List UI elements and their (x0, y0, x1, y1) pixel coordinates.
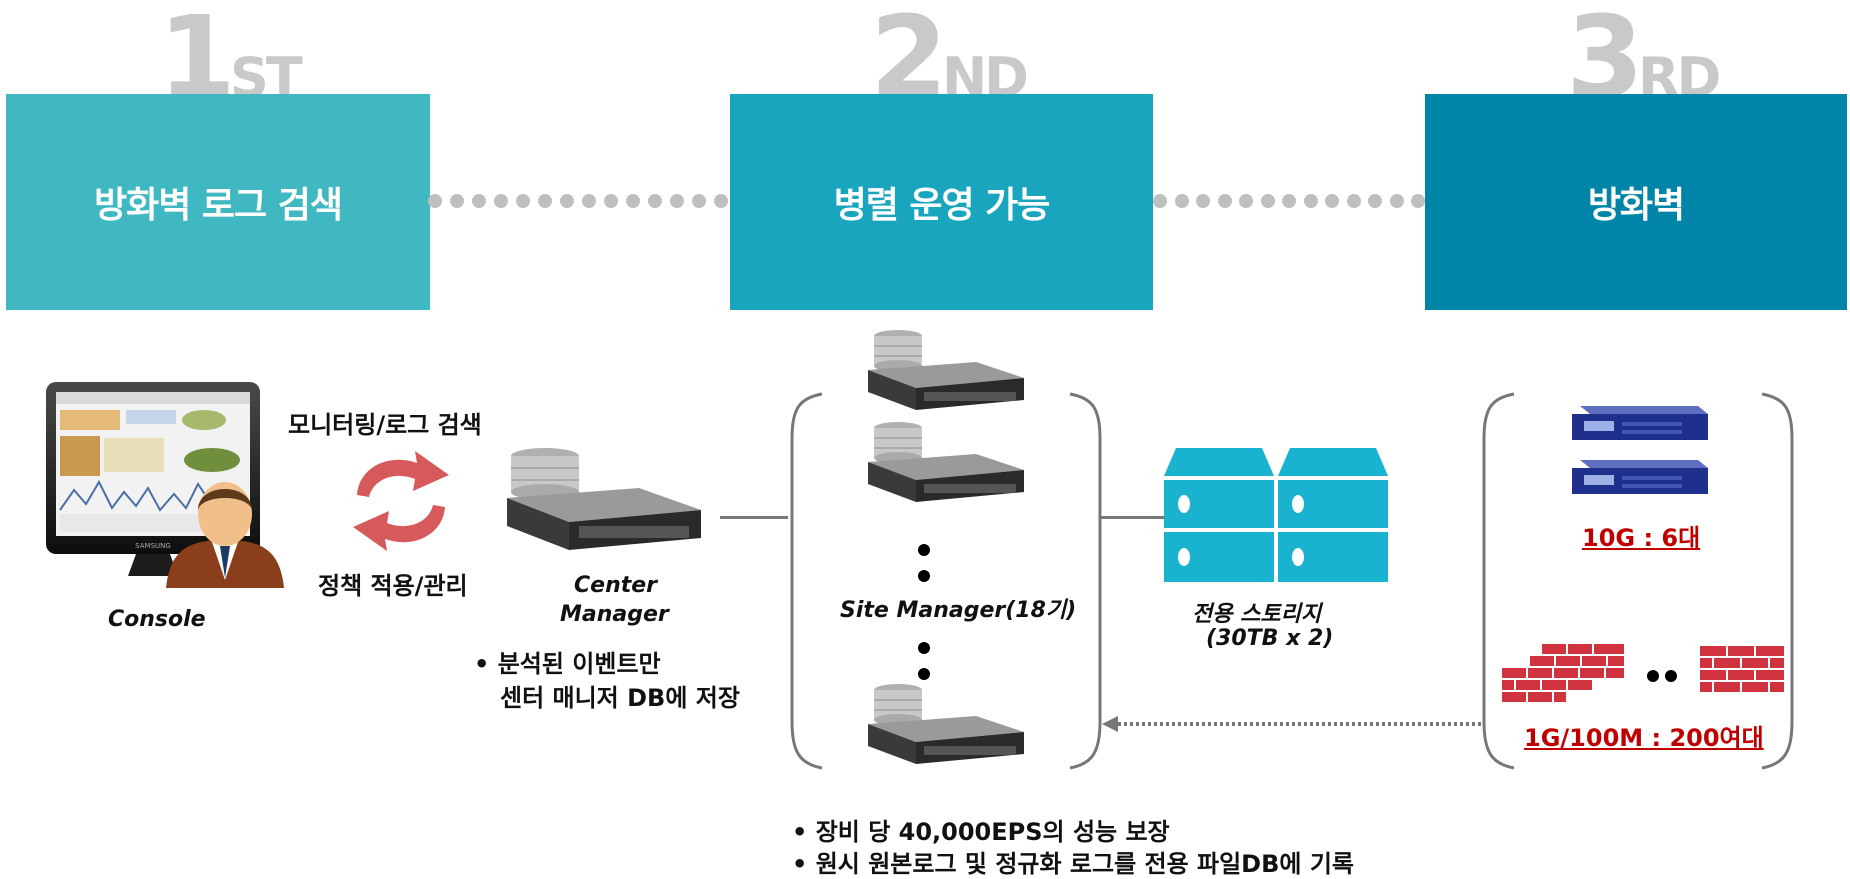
connector-line-cm-site (720, 516, 788, 519)
storage-label-line1: 전용 스토리지 (1192, 602, 1322, 627)
brick-wall-icon-1 (1502, 644, 1624, 702)
step-1-title: 방화벽 로그 검색 (94, 185, 343, 226)
step-2-title: 병렬 운영 가능 (833, 185, 1051, 226)
dotted-connector-2-3 (1153, 193, 1425, 209)
dotted-connector-1-2 (428, 193, 728, 209)
site-manager-server-icon-1 (868, 330, 1024, 410)
site-manager-bracket-right (1069, 392, 1102, 770)
storage-label-line2: (30TB x 2) (1206, 626, 1334, 651)
ellipsis-dots-upper (918, 544, 930, 582)
monitor-brand: SAMSUNG (135, 542, 171, 550)
brick-wall-icon-2 (1700, 646, 1784, 692)
site-manager-server-icon-3 (868, 684, 1024, 764)
connector-line-site-storage (1100, 516, 1164, 519)
firewall-1g-label: 1G/100M : 200여대 (1524, 724, 1764, 752)
bottom-note-1: • 장비 당 40,000EPS의 성능 보장 (792, 818, 1170, 846)
center-manager-server-icon (507, 448, 701, 550)
dotted-return-arrow (1102, 716, 1482, 732)
center-manager-label-line1: Center (574, 573, 658, 598)
firewall-bracket-right (1761, 392, 1794, 770)
user-avatar-icon (166, 482, 284, 588)
step-2-box: 병렬 운영 가능 (730, 94, 1153, 310)
center-manager-label-line2: Manager (560, 602, 669, 627)
ellipsis-dots-lower (918, 642, 930, 680)
site-manager-bracket-left (790, 392, 823, 770)
policy-management-label: 정책 적용/관리 (318, 572, 468, 600)
step-1-box: 방화벽 로그 검색 (6, 94, 430, 310)
ellipsis-dots-firewalls (1647, 670, 1677, 682)
bottom-note-2: • 원시 원본로그 및 정규화 로그를 전용 파일DB에 기록 (792, 850, 1354, 878)
sync-arrows-icon (353, 451, 449, 551)
firewall-appliance-icon-1 (1572, 406, 1708, 440)
firewall-bracket-left (1482, 392, 1515, 770)
firewall-10g-label: 10G : 6대 (1582, 524, 1701, 552)
site-manager-label: Site Manager(18기) (840, 598, 1077, 623)
center-note-line1: • 분석된 이벤트만 (474, 650, 661, 678)
console-label: Console (108, 607, 206, 632)
step-3-title: 방화벽 (1587, 185, 1685, 226)
step-3-box: 방화벽 (1425, 94, 1847, 310)
firewall-appliance-icon-2 (1572, 460, 1708, 494)
monitoring-search-label: 모니터링/로그 검색 (288, 411, 482, 439)
site-manager-server-icon-2 (868, 422, 1024, 502)
center-note-line2: 센터 매니저 DB에 저장 (500, 684, 740, 712)
storage-cabinet-icon (1164, 448, 1388, 582)
